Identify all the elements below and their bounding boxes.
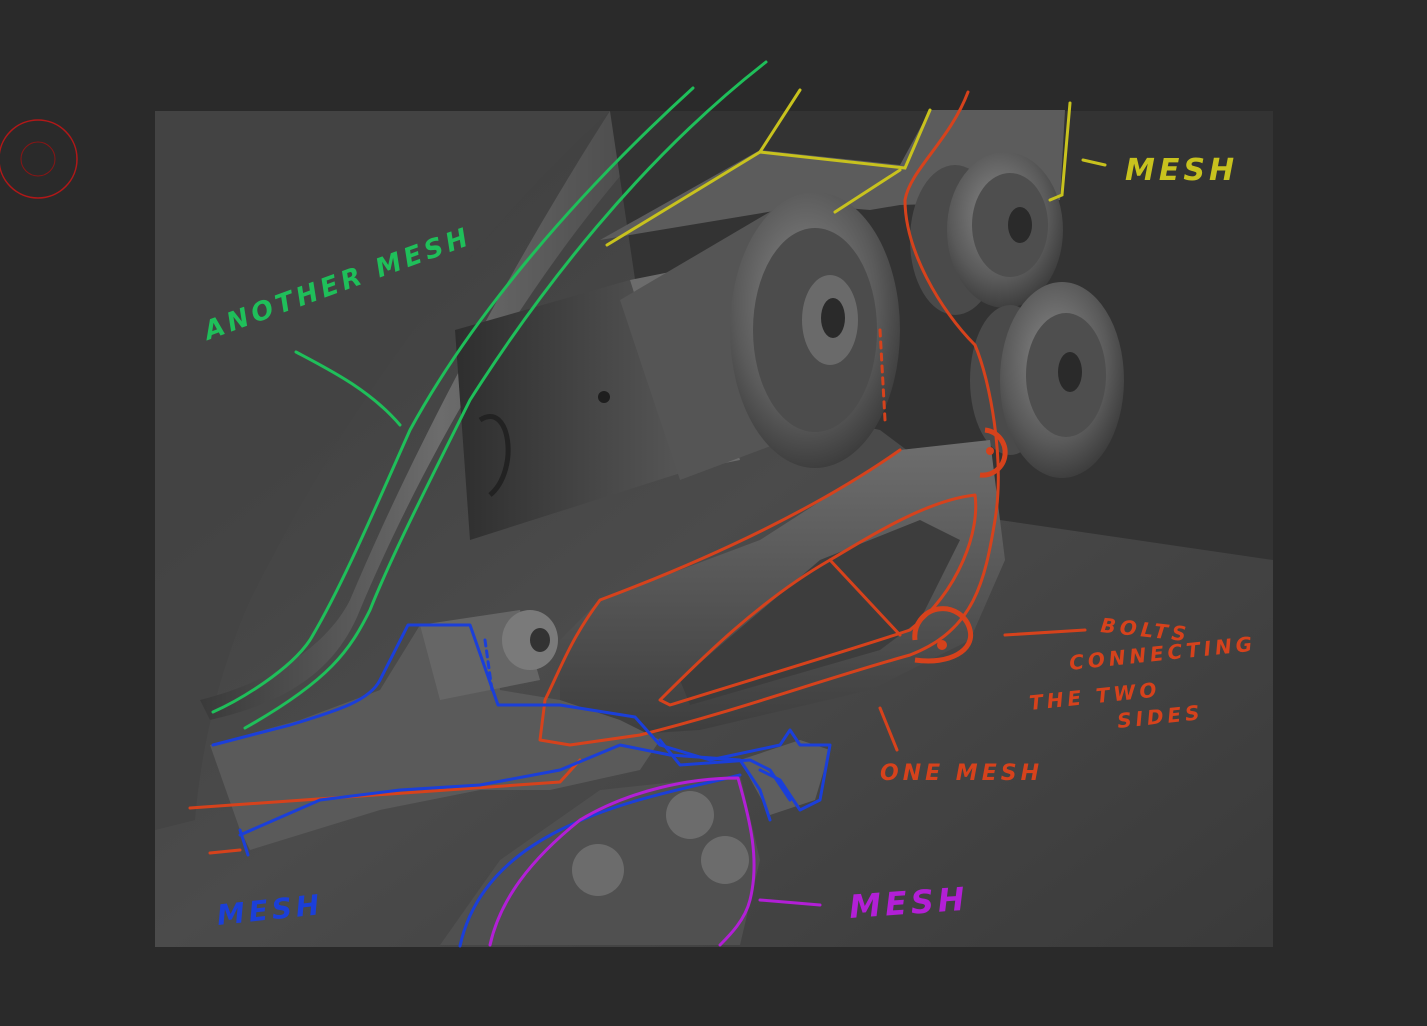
model-viewport[interactable] xyxy=(155,110,1273,947)
yellow-label: MESH xyxy=(1125,153,1238,188)
orange-one-mesh-label: ONE MESH xyxy=(880,761,1043,786)
top-bracket-shape xyxy=(600,110,1065,240)
plate-hole xyxy=(598,391,610,403)
brush-cursor-icon xyxy=(0,119,78,199)
bolt-marker-lower xyxy=(912,606,974,664)
plate-slot xyxy=(478,414,511,497)
curved-shell-panel xyxy=(155,111,610,830)
blue-annotation xyxy=(211,623,832,948)
lower-arm xyxy=(210,620,660,850)
green-annotation xyxy=(211,60,768,730)
curved-shell-lip xyxy=(200,111,680,720)
orange-annotation xyxy=(188,90,1087,855)
bolt-head-1 xyxy=(666,791,714,839)
magenta-annotation xyxy=(488,776,822,947)
magenta-label: MESH xyxy=(848,880,970,926)
bracket-cutout xyxy=(680,520,960,705)
rectangular-plate xyxy=(455,280,690,540)
bolt-marker-upper xyxy=(979,427,1008,478)
yellow-annotation xyxy=(605,88,1107,247)
bolt-head-2 xyxy=(572,844,624,896)
bolt-head-3 xyxy=(701,836,749,884)
